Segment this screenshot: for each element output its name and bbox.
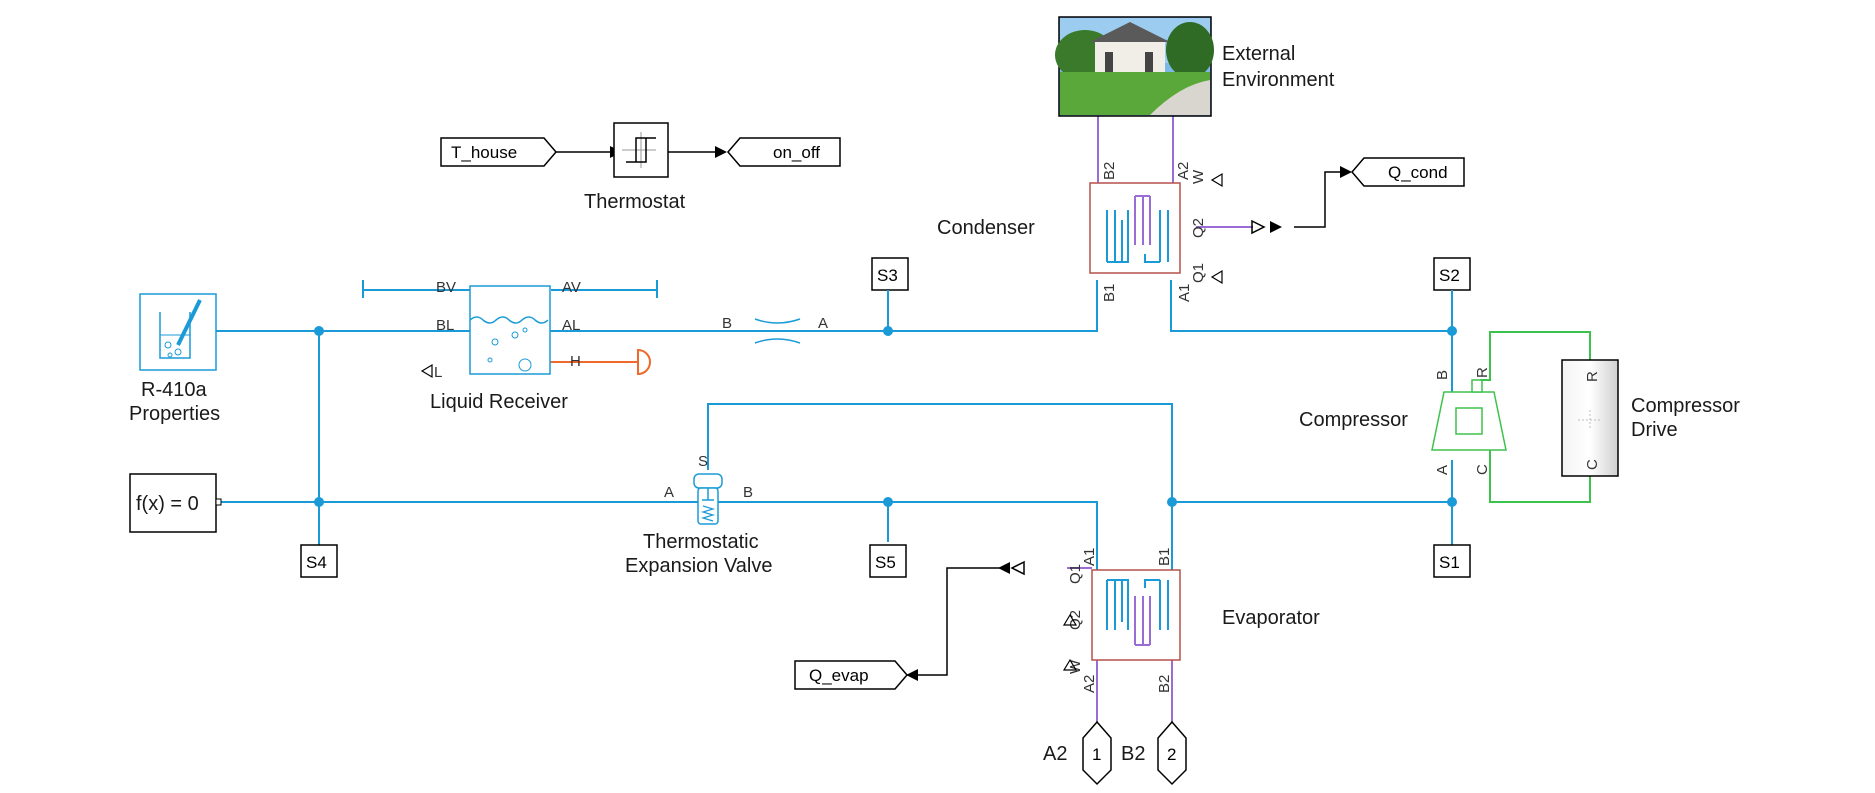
evaporator-block[interactable] [1091, 569, 1181, 661]
on-off-text: on_off [773, 143, 820, 162]
solver-configuration-block[interactable]: f(x) = 0 [129, 473, 222, 533]
svg-text:A: A [664, 484, 674, 501]
svg-text:1: 1 [1092, 745, 1101, 764]
svg-text:R: R [1474, 367, 1491, 378]
junction-dots [314, 326, 1457, 507]
q-cond-tag[interactable]: Q_cond [1351, 157, 1465, 187]
svg-text:A1: A1 [1081, 548, 1098, 566]
svg-text:B1: B1 [1101, 284, 1118, 302]
liquid-receiver-block[interactable] [362, 280, 658, 375]
compressor-label: Compressor [1299, 409, 1408, 431]
svg-text:S4: S4 [306, 553, 327, 572]
svg-text:R: R [1584, 371, 1601, 382]
thermal-reference [637, 348, 651, 376]
outport-b2[interactable]: B2 2 [1121, 720, 1187, 786]
condenser-label: Condenser [937, 217, 1035, 239]
svg-text:AV: AV [562, 279, 581, 296]
t-house-tag[interactable]: T_house [440, 137, 557, 167]
svg-text:BV: BV [436, 279, 456, 296]
thermostat-block[interactable] [613, 122, 669, 178]
evaporator-label: Evaporator [1222, 607, 1320, 629]
s1-tag[interactable]: S1 [1433, 544, 1471, 578]
svg-text:A: A [1434, 465, 1451, 475]
svg-text:A2: A2 [1081, 675, 1098, 693]
svg-text:Q1: Q1 [1067, 564, 1084, 584]
svg-text:C: C [1474, 464, 1491, 475]
q-cond-text: Q_cond [1388, 163, 1448, 182]
condenser-ports: B2 A2 W Q2 Q1 B1 A1 [1101, 162, 1223, 302]
s5-tag[interactable]: S5 [869, 544, 907, 578]
svg-text:Q2: Q2 [1190, 218, 1207, 238]
pipe-block[interactable] [754, 318, 801, 344]
blue-lines [216, 280, 1453, 570]
liquid-receiver-label: Liquid Receiver [430, 391, 568, 413]
signal-lines [556, 151, 1340, 676]
svg-text:S2: S2 [1439, 266, 1460, 285]
pipe-port-a: A [818, 315, 828, 332]
svg-text:S1: S1 [1439, 553, 1460, 572]
compressor-drive-ports: R C [1584, 371, 1601, 470]
svg-text:AL: AL [562, 317, 580, 334]
svg-text:S3: S3 [877, 266, 898, 285]
svg-text:A2: A2 [1043, 743, 1067, 765]
svg-text:H: H [570, 353, 581, 370]
outport-a2[interactable]: A2 1 [1043, 720, 1112, 786]
svg-text:W: W [1190, 169, 1207, 184]
compressor-ports: B R A C [1434, 367, 1491, 475]
svg-text:BL: BL [436, 317, 454, 334]
q-evap-text: Q_evap [809, 666, 869, 685]
compressor-drive-block[interactable] [1561, 359, 1619, 477]
q-evap-tag[interactable]: Q_evap [794, 660, 908, 690]
svg-text:A1: A1 [1176, 284, 1193, 302]
expansion-valve-block[interactable] [693, 473, 723, 525]
evaporator-ports: Q1 A1 B1 Q2 W A2 B2 [1062, 548, 1173, 693]
on-off-tag[interactable]: on_off [727, 137, 841, 167]
svg-text:B2: B2 [1101, 162, 1118, 180]
liquid-receiver-ports: BV AV BL AL H L [420, 279, 581, 381]
s2-tag[interactable]: S2 [1433, 257, 1471, 291]
svg-text:B: B [743, 484, 753, 501]
svg-text:L: L [434, 364, 442, 381]
purple-lines [1067, 116, 1253, 722]
external-environment-block[interactable] [1055, 16, 1214, 117]
svg-text:B1: B1 [1156, 548, 1173, 566]
svg-text:B: B [1434, 370, 1451, 380]
pipe-port-b: B [722, 315, 732, 332]
svg-text:S: S [698, 453, 708, 470]
svg-text:A2: A2 [1175, 162, 1192, 180]
s3-tag[interactable]: S3 [871, 257, 909, 291]
compressor-block[interactable] [1431, 379, 1507, 451]
svg-text:C: C [1584, 459, 1601, 470]
solver-text: f(x) = 0 [136, 493, 199, 515]
svg-text:S5: S5 [875, 553, 896, 572]
svg-text:Q1: Q1 [1190, 263, 1207, 283]
s4-tag[interactable]: S4 [300, 544, 338, 578]
r410a-properties-block[interactable] [139, 293, 217, 371]
svg-text:B2: B2 [1121, 743, 1145, 765]
expansion-valve-ports: S A B [664, 453, 753, 501]
condenser-block[interactable] [1089, 182, 1181, 274]
svg-text:B2: B2 [1156, 675, 1173, 693]
svg-text:2: 2 [1167, 745, 1176, 764]
svg-text:Q2: Q2 [1067, 610, 1084, 630]
thermostat-label: Thermostat [584, 191, 686, 213]
t-house-text: T_house [451, 143, 517, 162]
